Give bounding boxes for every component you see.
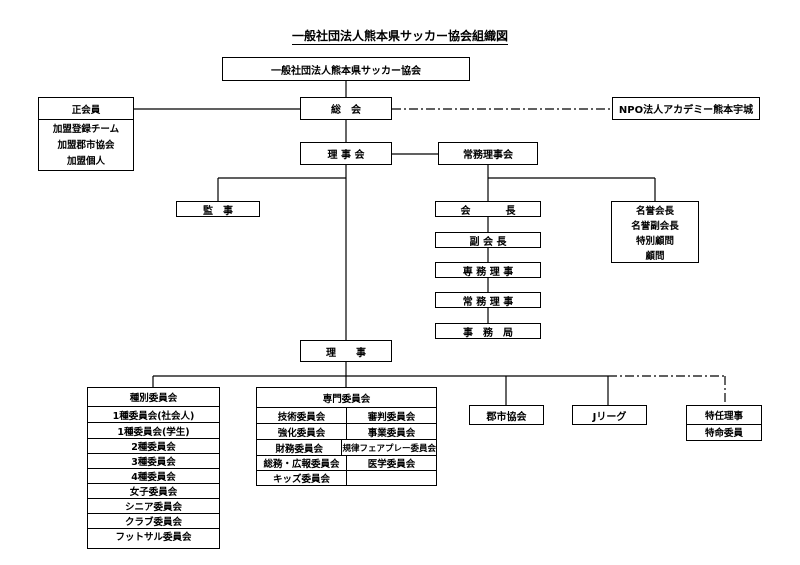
special-committees-header: 専門委員会 xyxy=(322,393,371,405)
officer-box-managing-director: 専 務 理 事 xyxy=(435,262,541,278)
special-committee-cell xyxy=(347,471,436,485)
special-committee-cell: 事業委員会 xyxy=(367,427,416,439)
honorary-item: 顧問 xyxy=(645,250,665,262)
type-committees-box: 種別委員会 1種委員会(社会人) 1種委員会(学生) 2種委員会 3種委員会 4… xyxy=(87,387,220,549)
special-directors-item: 特命委員 xyxy=(687,424,761,439)
honorary-item: 名誉会長 xyxy=(635,205,674,217)
type-committee-item: 3種委員会 xyxy=(88,453,219,468)
special-committee-cell: 規律フェアプレー委員会 xyxy=(342,443,436,454)
special-committee-cell: 審判委員会 xyxy=(367,411,416,423)
type-committee-item: 2種委員会 xyxy=(88,438,219,453)
members-item: 加盟個人 xyxy=(66,156,105,167)
general-assembly-box: 総 会 xyxy=(300,97,392,120)
chart-title: 一般社団法人熊本県サッカー協会組織図 xyxy=(291,29,508,45)
special-committee-cell: キッズ委員会 xyxy=(257,471,347,485)
special-committee-cell: 総務・広報委員会 xyxy=(257,456,347,470)
honorary-item: 特別顧問 xyxy=(635,235,674,247)
special-committee-cell: 強化委員会 xyxy=(257,424,347,439)
officer-box-secretariat: 事 務 局 xyxy=(435,323,541,339)
type-committee-item: 4種委員会 xyxy=(88,468,219,483)
honorary-box: 名誉会長 名誉副会長 特別顧問 顧問 xyxy=(611,201,699,263)
type-committee-item: 女子委員会 xyxy=(88,483,219,498)
type-committee-item: 1種委員会(学生) xyxy=(88,422,219,438)
members-header: 正会員 xyxy=(71,104,101,116)
city-association-box: 郡市協会 xyxy=(469,405,544,425)
officer-box-president: 会 長 xyxy=(435,201,541,217)
top-org-box: 一般社団法人熊本県サッカー協会 xyxy=(222,57,470,81)
special-committee-cell: 財務委員会 xyxy=(257,440,343,455)
members-box: 正会員 加盟登録チーム 加盟郡市協会 加盟個人 xyxy=(38,97,134,171)
type-committee-item: フットサル委員会 xyxy=(88,528,219,543)
special-directors-box: 特任理事 特命委員 xyxy=(686,405,762,441)
directors-box: 理 事 xyxy=(300,340,392,362)
honorary-item: 名誉副会長 xyxy=(631,220,679,232)
members-item: 加盟郡市協会 xyxy=(57,140,115,151)
special-directors-header: 特任理事 xyxy=(704,411,743,422)
board-box: 理 事 会 xyxy=(300,142,392,165)
type-committee-item: シニア委員会 xyxy=(88,498,219,513)
special-committees-box: 専門委員会 技術委員会 審判委員会 強化委員会 事業委員会 財務委員会 規律フェ… xyxy=(256,387,437,486)
type-committee-item: クラブ委員会 xyxy=(88,513,219,528)
special-committee-cell: 医学委員会 xyxy=(367,459,416,470)
type-committee-item: 1種委員会(社会人) xyxy=(88,406,219,422)
executive-board-box: 常務理事会 xyxy=(438,142,538,165)
auditor-box: 監 事 xyxy=(176,201,260,217)
npo-box: NPO法人アカデミー熊本宇城 xyxy=(612,97,760,120)
special-committee-cell: 技術委員会 xyxy=(257,408,347,423)
jleague-box: Jリーグ xyxy=(572,405,647,425)
officer-box-vice-president: 副 会 長 xyxy=(435,232,541,248)
officer-box-executive-director: 常 務 理 事 xyxy=(435,292,541,308)
type-committees-header: 種別委員会 xyxy=(129,393,178,404)
members-item: 加盟登録チーム xyxy=(39,119,133,136)
